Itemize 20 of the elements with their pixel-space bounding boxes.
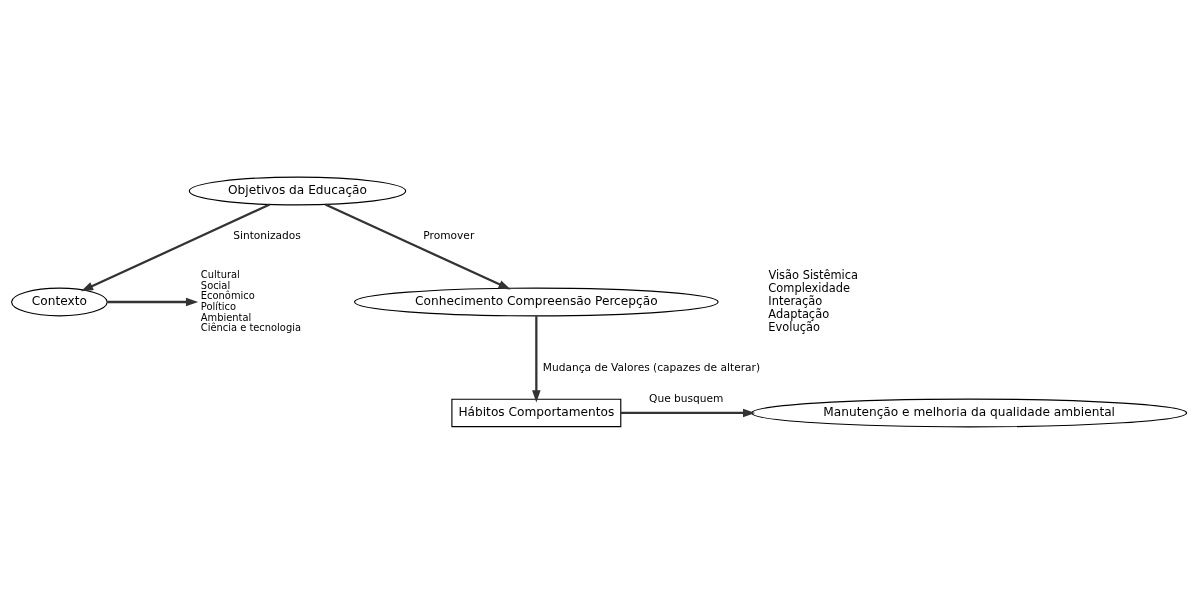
arrow — [532, 316, 541, 403]
edge-label: Mudança de Valores (capazes de alterar) — [542, 361, 761, 375]
node-box: Hábitos Comportamentos — [451, 398, 622, 428]
edge-label: Que busquem — [649, 392, 724, 406]
arrow — [324, 203, 511, 290]
node-ellipse: Contexto — [11, 287, 108, 317]
node-ellipse: Objetivos da Educação — [188, 176, 407, 206]
node-ellipse: Conhecimento Compreensão Percepção — [353, 287, 719, 317]
label: Complexidade — [768, 280, 851, 295]
node-text: Cultural Social Econômico Político Ambiental Ciência e tecnologia — [200, 268, 301, 334]
node-ellipse: Manutenção e melhoria da qualidade ambiental — [751, 398, 1188, 428]
arrow — [620, 408, 756, 418]
label: Visão Sistêmica — [768, 267, 859, 282]
label: Interação — [768, 293, 823, 308]
edge-label: Promover — [423, 229, 475, 243]
arrow — [81, 203, 271, 292]
label: Adaptação — [768, 306, 830, 321]
edge-label: Sintonizados — [233, 229, 301, 243]
label: Evolução — [768, 319, 820, 334]
arrow — [107, 297, 199, 307]
